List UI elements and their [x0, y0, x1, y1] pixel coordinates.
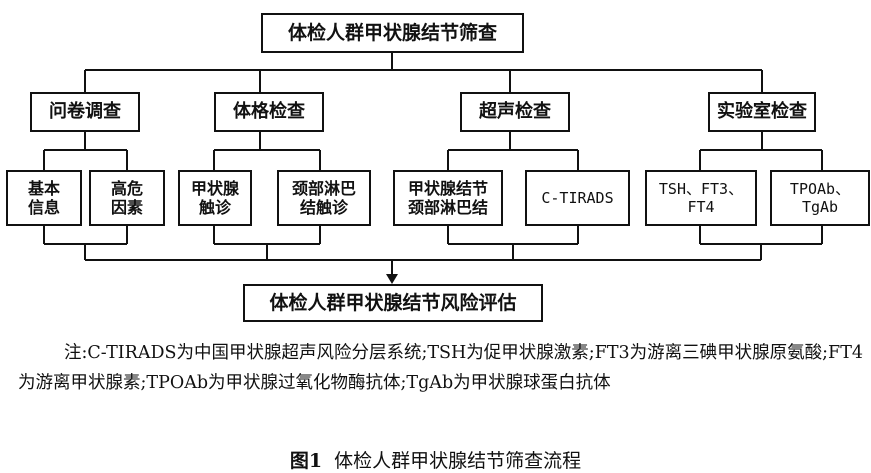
figure-note: 注:C-TIRADS为中国甲状腺超声风险分层系统;TSH为促甲状腺激素;FT3为… — [18, 343, 863, 394]
category-ultrasound: 超声检查 — [460, 92, 570, 132]
leaf-risk-factors: 高危 因素 — [89, 170, 165, 226]
caption-label: 图1 — [289, 450, 323, 472]
leaf-thyroid-palpation: 甲状腺 触诊 — [178, 170, 252, 226]
category-lab-test: 实验室检查 — [708, 92, 816, 132]
leaf-basic-info: 基本 信息 — [6, 170, 82, 226]
caption-text: 体检人群甲状腺结节筛查流程 — [334, 450, 582, 472]
leaf-lymph-palpation: 颈部淋巴 结触诊 — [277, 170, 371, 226]
figure-caption: 图1 体检人群甲状腺结节筛查流程 — [0, 446, 871, 473]
category-survey: 问卷调查 — [30, 92, 140, 132]
leaf-nodule-lymph-ultrasound: 甲状腺结节 颈部淋巴结 — [393, 170, 503, 226]
top-node: 体检人群甲状腺结节筛查 — [261, 13, 524, 53]
arrow-head — [386, 274, 398, 284]
flowchart: 体检人群甲状腺结节筛查 问卷调查 体格检查 超声检查 实验室检查 基本 信息 高… — [6, 13, 870, 322]
bottom-node: 体检人群甲状腺结节风险评估 — [243, 284, 543, 322]
leaf-c-tirads: C-TIRADS — [525, 170, 630, 226]
leaf-tpoab-tgab: TPOAb、 TgAb — [770, 170, 870, 226]
category-physical-exam: 体格检查 — [214, 92, 324, 132]
connector-lines — [43, 53, 823, 284]
leaf-tsh-ft3-ft4: TSH、FT3、 FT4 — [645, 170, 757, 226]
